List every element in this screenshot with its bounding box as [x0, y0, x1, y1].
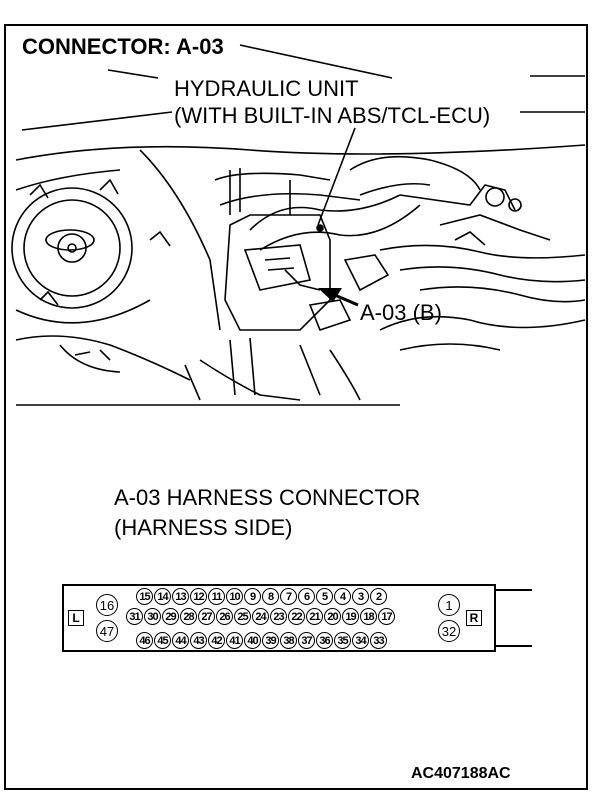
pin-6: 6 — [298, 588, 315, 605]
pin-35: 35 — [334, 632, 351, 649]
pin-7: 7 — [280, 588, 297, 605]
pin-13: 13 — [172, 588, 189, 605]
pin-39: 39 — [262, 632, 279, 649]
pin-20: 20 — [324, 608, 341, 625]
connector-callout: A-03 (B) — [360, 300, 442, 325]
pin-8: 8 — [262, 588, 279, 605]
pin-4: 4 — [334, 588, 351, 605]
pin-42: 42 — [208, 632, 225, 649]
pin-37: 37 — [298, 632, 315, 649]
pin-2: 2 — [370, 588, 387, 605]
pin-15: 15 — [136, 588, 153, 605]
pin-36: 36 — [316, 632, 333, 649]
pin-14: 14 — [154, 588, 171, 605]
pin-22: 22 — [288, 608, 305, 625]
pin-19: 19 — [342, 608, 359, 625]
hydraulic-unit-sublabel: (WITH BUILT-IN ABS/TCL-ECU) — [174, 103, 491, 128]
pin-43: 43 — [190, 632, 207, 649]
pin-33: 33 — [370, 632, 387, 649]
pin-5: 5 — [316, 588, 333, 605]
pin-23: 23 — [270, 608, 287, 625]
pin-12: 12 — [190, 588, 207, 605]
pin-28: 28 — [180, 608, 197, 625]
pin-17: 17 — [378, 608, 395, 625]
pin-29: 29 — [162, 608, 179, 625]
pin-18: 18 — [360, 608, 377, 625]
pin-left-bottom: 47 — [96, 620, 118, 642]
pin-11: 11 — [208, 588, 225, 605]
figure-code: AC407188AC — [411, 765, 511, 782]
pin-27: 27 — [198, 608, 215, 625]
pin-34: 34 — [352, 632, 369, 649]
pin-24: 24 — [252, 608, 269, 625]
pin-9: 9 — [244, 588, 261, 605]
pin-40: 40 — [244, 632, 261, 649]
harness-connector-subheading: (HARNESS SIDE) — [114, 515, 293, 540]
pin-44: 44 — [172, 632, 189, 649]
pin-right-top: 1 — [438, 594, 460, 616]
pin-3: 3 — [352, 588, 369, 605]
pin-46: 46 — [136, 632, 153, 649]
pin-25: 25 — [234, 608, 251, 625]
pin-26: 26 — [216, 608, 233, 625]
hydraulic-unit-label: HYDRAULIC UNIT — [174, 76, 359, 101]
pin-10: 10 — [226, 588, 243, 605]
pin-30: 30 — [144, 608, 161, 625]
pin-21: 21 — [306, 608, 323, 625]
right-marker: R — [466, 610, 482, 626]
figure-frame — [4, 24, 588, 790]
harness-connector-heading: A-03 HARNESS CONNECTOR — [114, 485, 421, 510]
pin-41: 41 — [226, 632, 243, 649]
pin-right-bottom: 32 — [438, 620, 460, 642]
pin-45: 45 — [154, 632, 171, 649]
pin-31: 31 — [126, 608, 143, 625]
pin-38: 38 — [280, 632, 297, 649]
left-marker: L — [68, 610, 84, 626]
connector-title: CONNECTOR: A-03 — [22, 34, 224, 59]
pin-left-top: 16 — [96, 594, 118, 616]
